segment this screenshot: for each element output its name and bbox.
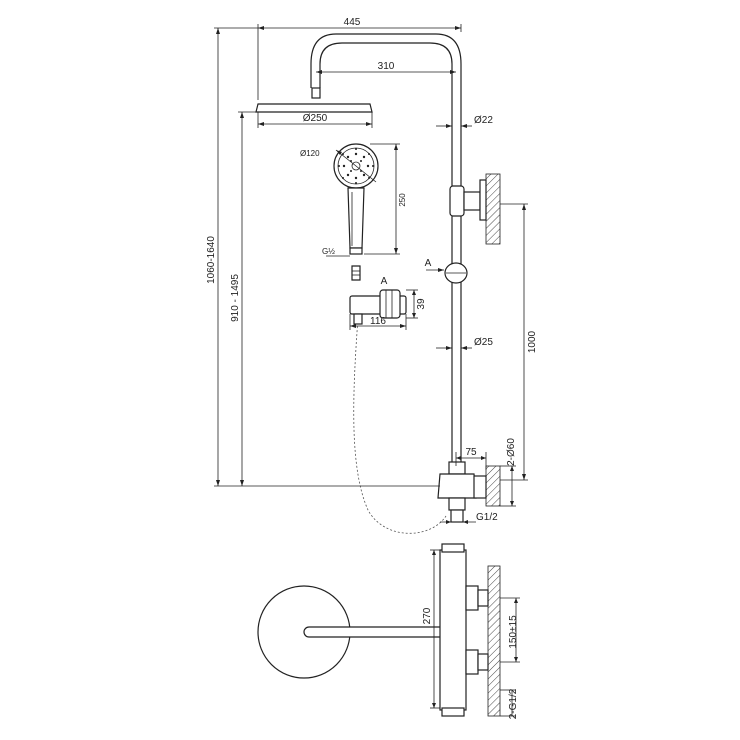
section-mark-label: A [381, 276, 388, 287]
hose-connector [351, 265, 361, 281]
rain-shower-head [255, 103, 373, 113]
thermostatic-mixer-front [437, 461, 501, 523]
mixer-height-label: 270 [422, 607, 433, 624]
mixer-offset-label: 75 [465, 447, 477, 458]
inlet-thread-label: 2-G1/2 [508, 688, 519, 719]
total-height-label: 1060-1640 [206, 236, 217, 284]
hose-thread-label: G½ [322, 247, 335, 256]
head-height-label: 910 - 1495 [230, 274, 241, 322]
arm-top [303, 626, 457, 638]
outlet-thread-label: G1/2 [476, 512, 498, 523]
riser-diameter-label: Ø22 [474, 115, 493, 126]
shower-hose [353, 317, 447, 534]
overhead-arm [310, 33, 462, 99]
top-view: 270 150±15 2-G1/2 [257, 543, 520, 719]
overall-width-label: 445 [344, 17, 361, 28]
hand-diameter-label: Ø120 [300, 149, 320, 158]
bar-length-label: 1000 [527, 330, 538, 353]
front-view [255, 33, 501, 534]
lower-diameter-label: Ø25 [474, 337, 493, 348]
hand-shower [333, 143, 379, 255]
dimension-lines [214, 24, 528, 524]
hand-length-label: 250 [398, 193, 407, 207]
riser-pipe [451, 64, 462, 462]
flange-diameter-label: 2-Ø60 [506, 438, 517, 466]
slider-holder [444, 262, 468, 284]
arm-length-label: 310 [378, 61, 395, 72]
upper-wall-bracket [449, 173, 501, 245]
head-diameter-label: Ø250 [303, 113, 328, 124]
holder-width-label: 116 [370, 316, 386, 327]
mixer-top [439, 543, 501, 717]
inlet-spacing-label: 150±15 [508, 615, 519, 649]
hand-shower-nozzles [338, 148, 374, 184]
holder-height-label: 39 [416, 298, 427, 310]
section-arrow-label: A [425, 258, 432, 269]
dimension-labels: 445 310 Ø250 Ø22 Ø120 250 G½ A A 39 116 … [206, 17, 538, 523]
holder-detail [349, 289, 407, 325]
